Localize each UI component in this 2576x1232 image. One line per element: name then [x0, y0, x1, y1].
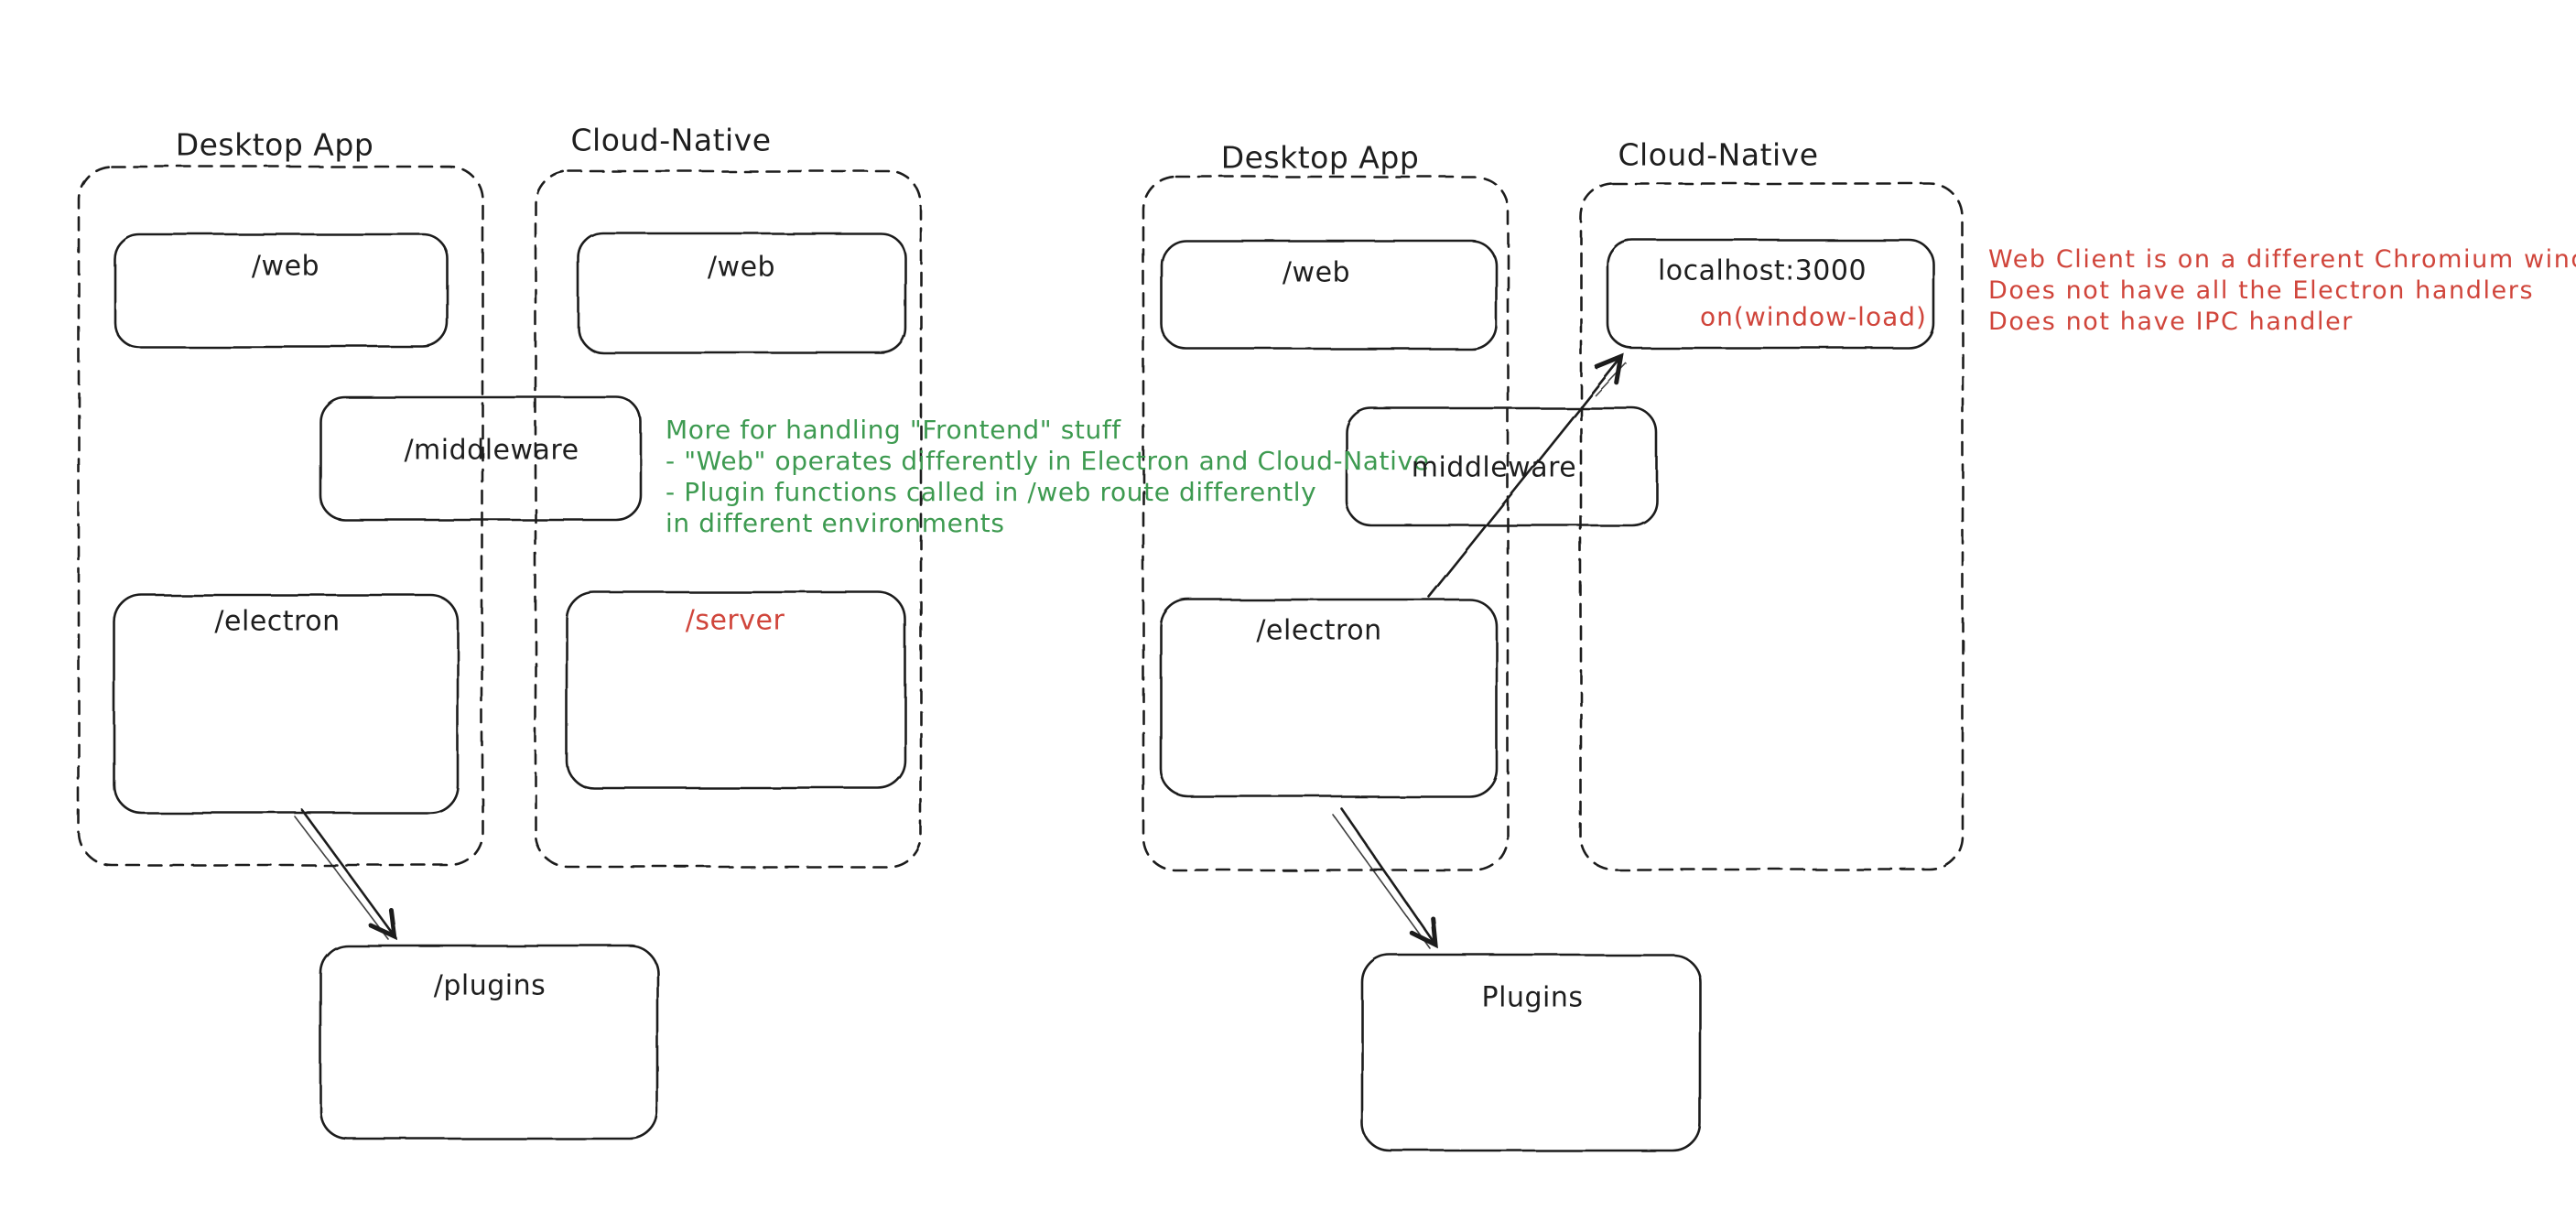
arrow-right-electron-to-localhost[interactable] [1427, 352, 1627, 599]
right-web-box[interactable] [1160, 239, 1498, 351]
red-annotation-line: Web Client is on a different Chromium wi… [1988, 245, 2576, 274]
left-electron-label[interactable]: /electron [214, 605, 341, 638]
right-middleware-label[interactable]: middleware [1411, 451, 1577, 484]
green-annotation-line: - "Web" operates differently in Electron… [666, 446, 1430, 476]
right-plugins-box[interactable] [1360, 953, 1702, 1152]
left-cloud-native-title[interactable]: Cloud-Native [570, 122, 772, 158]
left-middleware-box[interactable] [319, 395, 643, 522]
green-annotation[interactable]: More for handling "Frontend" stuff - "We… [666, 415, 1429, 539]
left-server-box[interactable] [565, 590, 907, 790]
left-cloud-web-label[interactable]: /web [707, 251, 776, 284]
left-cloud-web-box[interactable] [577, 232, 907, 354]
red-annotation-line: Does not have IPC handler [1988, 308, 2354, 336]
right-electron-label[interactable]: /electron [1256, 614, 1382, 647]
left-web-label[interactable]: /web [251, 250, 320, 283]
arrow-right-electron-to-plugins[interactable] [1332, 806, 1438, 949]
red-annotation[interactable]: Web Client is on a different Chromium wi… [1988, 244, 2576, 338]
right-localhost-label[interactable]: localhost:3000 [1657, 254, 1867, 287]
left-electron-box[interactable] [113, 593, 460, 815]
right-plugins-label[interactable]: Plugins [1481, 981, 1584, 1014]
left-desktop-app-title[interactable]: Desktop App [175, 126, 374, 163]
left-plugins-box[interactable] [319, 944, 659, 1140]
left-desktop-app-container[interactable] [77, 165, 484, 867]
left-server-label[interactable]: /server [685, 604, 785, 637]
left-middleware-label[interactable]: /middleware [404, 434, 579, 467]
green-annotation-line: More for handling "Frontend" stuff [666, 415, 1121, 445]
right-cloud-native-container[interactable] [1579, 182, 1964, 871]
left-plugins-label[interactable]: /plugins [433, 969, 547, 1002]
right-window-load-label[interactable]: on(window-load) [1700, 301, 1927, 332]
green-annotation-line: in different environments [666, 508, 1005, 538]
right-electron-box[interactable] [1159, 598, 1499, 798]
green-annotation-line: - Plugin functions called in /web route … [666, 477, 1317, 507]
right-localhost-box[interactable] [1606, 238, 1935, 350]
red-annotation-line: Does not have all the Electron handlers [1988, 276, 2535, 305]
right-desktop-app-container[interactable] [1142, 175, 1510, 872]
right-desktop-app-title[interactable]: Desktop App [1220, 139, 1420, 176]
right-middleware-box[interactable] [1345, 406, 1659, 527]
right-cloud-native-title[interactable]: Cloud-Native [1618, 136, 1819, 173]
right-web-label[interactable]: /web [1282, 256, 1351, 289]
arrow-left-electron-to-plugins[interactable] [294, 808, 398, 941]
left-web-box[interactable] [113, 232, 449, 349]
